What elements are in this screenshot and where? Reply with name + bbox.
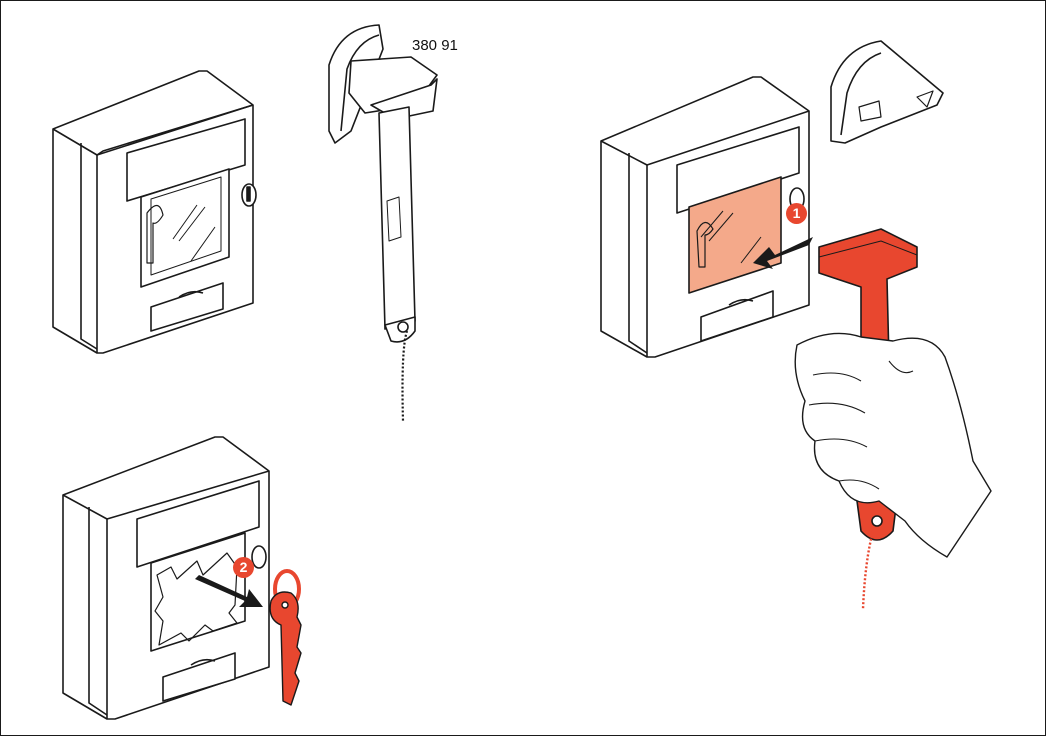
call-point-opened — [62, 436, 270, 720]
red-test-tool — [818, 228, 918, 610]
lock-component — [830, 40, 944, 144]
insert-arrow — [753, 237, 813, 269]
step-1-badge: 1 — [786, 203, 807, 224]
call-point-closed — [52, 70, 257, 354]
hand — [794, 332, 992, 558]
call-point-with-tool — [600, 76, 810, 358]
red-key — [269, 569, 302, 706]
step-2-badge: 2 — [233, 557, 254, 578]
part-code-label: 380 91 — [412, 37, 458, 54]
test-tool-380-91 — [328, 24, 438, 422]
remove-arrow — [195, 575, 263, 607]
